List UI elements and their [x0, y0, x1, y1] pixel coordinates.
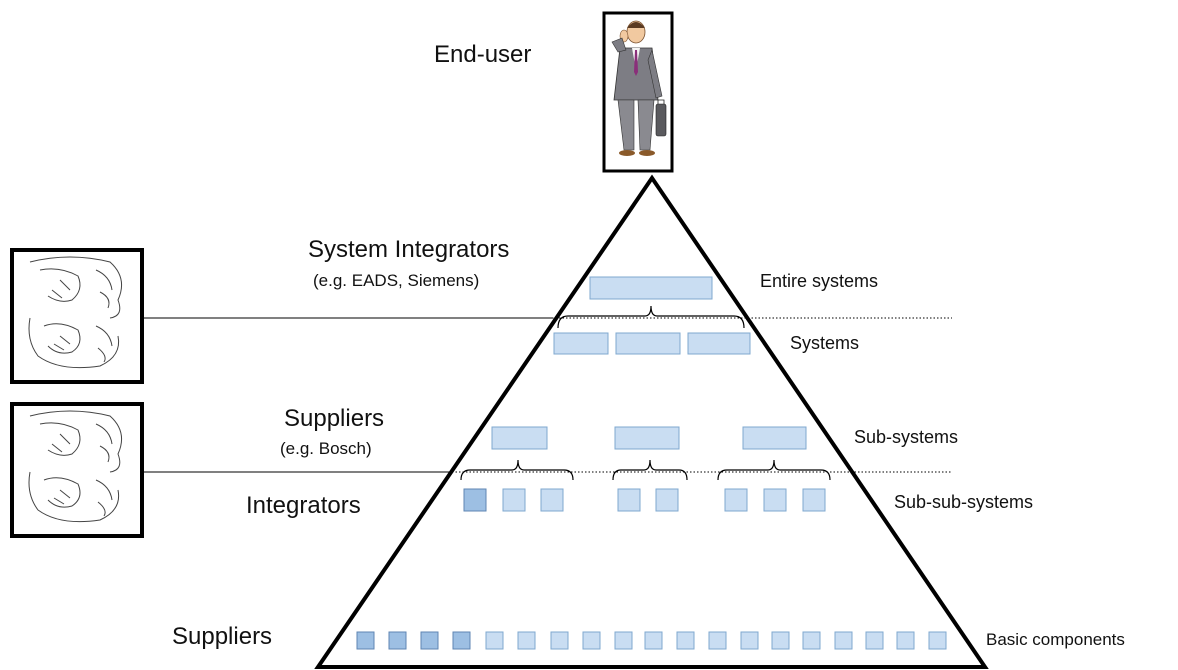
entire-systems-label: Entire systems: [760, 271, 879, 291]
basic-components-boxes: [356, 631, 947, 650]
basic-component-box: [485, 631, 504, 650]
two-faced-head-icon: [28, 410, 123, 523]
basic-component-box: [928, 631, 947, 650]
janus-frame-bottom: [10, 402, 144, 538]
basic-component-box: [614, 631, 633, 650]
sub-sub-system-box: [724, 488, 748, 512]
entire-system-box: [589, 276, 713, 300]
sub-sub-system-box: [655, 488, 679, 512]
sub-system-box: [491, 426, 548, 450]
basic-component-box: [420, 631, 439, 650]
basic-component-box: [452, 631, 471, 650]
janus-frame-top: [10, 248, 144, 384]
brace-sub-system-1: [460, 459, 574, 481]
basic-component-box: [644, 631, 663, 650]
integrators-label: Integrators: [246, 492, 361, 519]
basic-component-box: [896, 631, 915, 650]
sub-system-box: [614, 426, 680, 450]
two-faced-head-icon: [28, 256, 123, 369]
basic-component-box: [356, 631, 375, 650]
sub-sub-system-box: [502, 488, 526, 512]
sub-systems-label: Sub-systems: [854, 427, 959, 447]
system-integrators-example: (e.g. EADS, Siemens): [313, 271, 480, 290]
basic-component-box: [676, 631, 695, 650]
basic-component-box: [708, 631, 727, 650]
sub-sub-system-box: [802, 488, 826, 512]
basic-component-box: [802, 631, 821, 650]
end-user-label: End-user: [434, 41, 532, 68]
brace-sub-system-3: [717, 459, 831, 481]
brace-sub-system-2: [612, 459, 688, 481]
basic-component-box: [865, 631, 884, 650]
sub-sub-system-box: [540, 488, 564, 512]
system-box: [687, 332, 751, 355]
basic-component-box: [388, 631, 407, 650]
sub-sub-systems-label: Sub-sub-systems: [894, 492, 1034, 512]
sub-sub-system-box: [617, 488, 641, 512]
sub-systems-boxes: [491, 426, 807, 450]
sub-system-box: [742, 426, 807, 450]
businessman-icon: [611, 20, 667, 156]
basic-component-box: [550, 631, 569, 650]
system-box: [615, 332, 681, 355]
end-user-picture: [602, 11, 674, 173]
basic-component-box: [582, 631, 601, 650]
systems-label: Systems: [790, 333, 860, 353]
brace-entire-to-systems: [557, 305, 745, 329]
basic-component-box: [517, 631, 536, 650]
systems-boxes: [553, 332, 751, 355]
basic-component-box: [834, 631, 853, 650]
suppliers-mid-label: Suppliers: [284, 405, 385, 432]
suppliers-bottom-label: Suppliers: [172, 623, 273, 650]
basic-component-box: [740, 631, 759, 650]
sub-sub-systems-boxes: [463, 488, 826, 512]
basic-components-label: Basic components: [986, 630, 1125, 649]
system-integrators-label: System Integrators: [308, 236, 510, 263]
system-box: [553, 332, 609, 355]
sub-sub-system-box: [763, 488, 787, 512]
suppliers-mid-example: (e.g. Bosch): [280, 439, 372, 458]
basic-component-box: [771, 631, 790, 650]
sub-sub-system-box: [463, 488, 487, 512]
pyramid-outline: [314, 174, 989, 669]
